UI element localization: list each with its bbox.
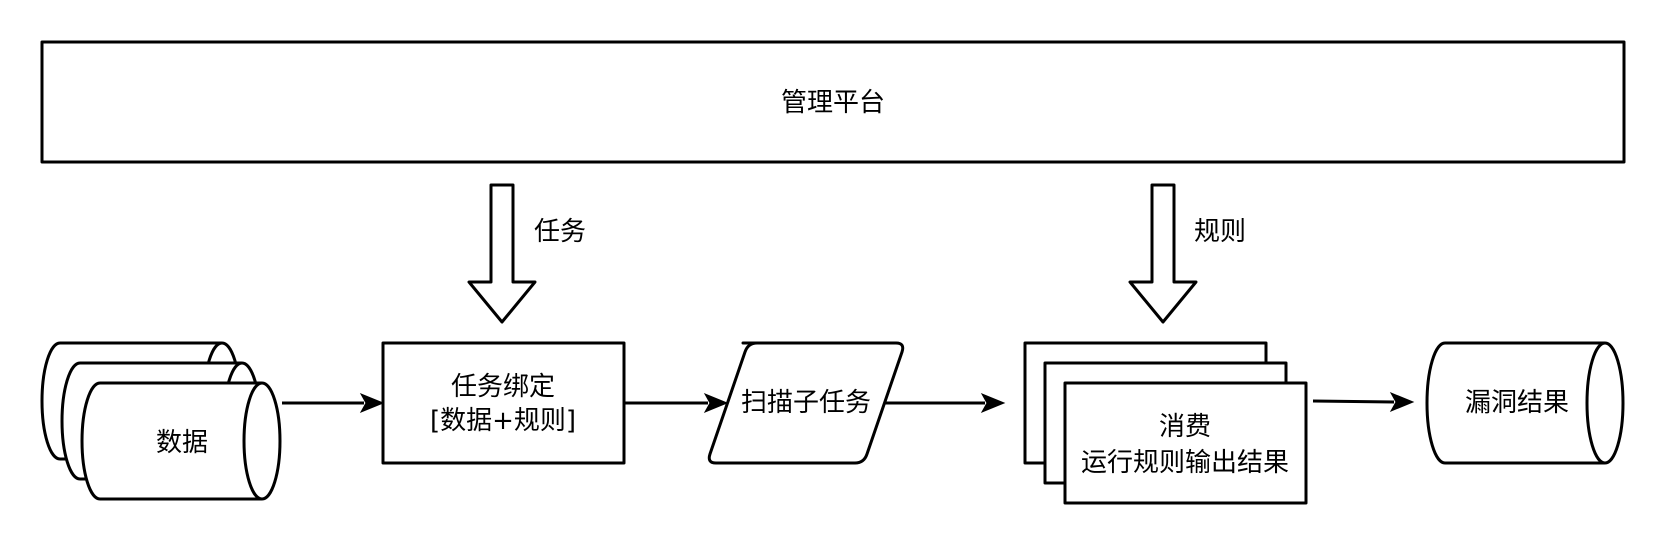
connector-consume-to-result <box>1312 391 1415 413</box>
data-label: 数据 <box>156 428 208 458</box>
rule-arrow-label: 规则 <box>1194 217 1246 247</box>
connector-scan-to-consume <box>884 392 1006 414</box>
task-binding-label-line1: 任务绑定 <box>451 372 555 402</box>
connector-binding-to-scan <box>624 392 729 414</box>
management-platform-label: 管理平台 <box>781 88 885 118</box>
task-arrow-label: 任务 <box>534 217 586 247</box>
rule-hollow-arrow: 规则 <box>1128 183 1246 324</box>
data-storage-stack[interactable]: 数据 <box>40 341 282 501</box>
task-binding-label-line2: [数据+规则] <box>430 406 576 436</box>
connector-data-to-binding <box>282 392 385 414</box>
consume-label-line1: 消费 <box>1159 412 1211 442</box>
task-hollow-arrow: 任务 <box>467 183 586 324</box>
consume-node-stack[interactable]: 消费 运行规则输出结果 <box>1023 341 1308 505</box>
vulnerability-result-label: 漏洞结果 <box>1465 388 1569 418</box>
consume-card-front <box>1063 381 1308 505</box>
consume-label-line2: 运行规则输出结果 <box>1081 448 1289 478</box>
task-binding-node[interactable]: 任务绑定 [数据+规则] <box>381 341 626 465</box>
vulnerability-result-node[interactable]: 漏洞结果 <box>1425 341 1625 465</box>
scan-subtask-label: 扫描子任务 <box>741 388 871 418</box>
management-platform-node[interactable]: 管理平台 <box>40 40 1626 164</box>
scan-subtask-node[interactable]: 扫描子任务 <box>707 341 905 465</box>
data-cylinder-front <box>80 381 282 501</box>
